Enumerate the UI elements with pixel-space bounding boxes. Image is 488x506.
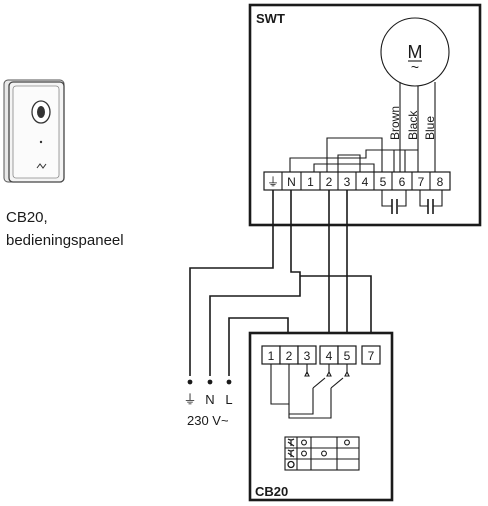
wire-label-black: Black (406, 110, 420, 140)
cb20-indicator-grid (284, 436, 360, 471)
motor-symbol (380, 17, 450, 87)
cb20-terminal-3: 3 (304, 349, 311, 363)
swt-terminal-earth: ⏚ (267, 175, 279, 189)
cb20-terminal-strip (261, 345, 381, 365)
swt-terminal-n: N (287, 175, 296, 189)
cb20-title: CB20 (255, 484, 288, 499)
swt-terminal-7: 7 (418, 175, 425, 189)
cb20-terminal-1: 1 (268, 349, 275, 363)
swt-terminal-3: 3 (344, 175, 351, 189)
supply-voltage: 230 V~ (187, 413, 229, 428)
supply-dot-earth (187, 379, 193, 385)
wire-label-blue: Blue (423, 116, 437, 140)
capacitor-right (419, 190, 443, 214)
swt-terminal-2: 2 (326, 175, 333, 189)
swt-terminal-4: 4 (362, 175, 369, 189)
swt-internal-wiring (289, 137, 418, 172)
swt-terminal-1: 1 (307, 175, 314, 189)
cb20-terminal-7: 7 (368, 349, 375, 363)
swt-terminal-8: 8 (437, 175, 444, 189)
cb20-terminal-4: 4 (326, 349, 333, 363)
supply-label-earth: ⏚ (183, 392, 196, 407)
cb20-terminal-2: 2 (286, 349, 293, 363)
device-caption-line1: CB20, (6, 209, 48, 226)
device-caption-line2: bedieningspaneel (6, 232, 124, 249)
control-panel-illustration (3, 79, 65, 183)
supply-dot-n (207, 379, 213, 385)
swt-terminal-6: 6 (399, 175, 406, 189)
cb20-internal-switches (270, 364, 350, 419)
swt-title: SWT (256, 11, 285, 26)
swt-terminal-5: 5 (380, 175, 387, 189)
swt-terminal-strip (263, 171, 451, 191)
motor-label: M (408, 42, 423, 62)
cb20-terminal-5: 5 (344, 349, 351, 363)
supply-label-l: L (225, 392, 232, 407)
motor-tilde: ~ (411, 59, 419, 75)
capacitor-left (381, 190, 407, 214)
supply-label-n: N (205, 392, 214, 407)
wire-label-brown: Brown (388, 106, 402, 140)
supply-dot-l (226, 379, 232, 385)
